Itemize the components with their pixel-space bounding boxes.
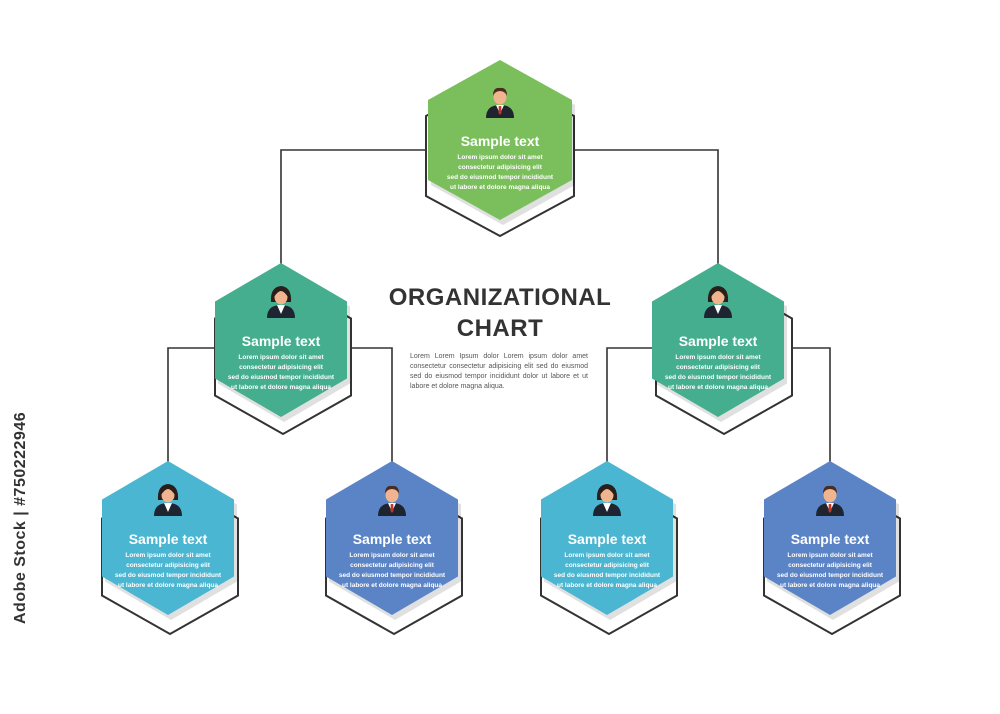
chart-description: Lorem Lorem Ipsum dolor Lorem ipsum dolo… (410, 353, 588, 390)
node-body-line: Lorem ipsum dolor sit amet (675, 354, 761, 361)
node-hexagon (541, 461, 673, 615)
stock-watermark-id: Adobe Stock | #750222946 (12, 411, 29, 624)
node-body-line: consectetur adipisicing elit (350, 562, 435, 569)
node-body-line: sed do eiusmod tempor incididunt (228, 374, 335, 381)
node-body-line: consectetur adipisicing elit (458, 164, 543, 171)
node-hexagon (428, 60, 572, 220)
node-body-line: ut labore et dolore magna aliqua (557, 582, 657, 589)
node-body-line: sed do eiusmod tempor incididunt (665, 374, 772, 381)
node-body-line: consectetur adipisicing elit (126, 562, 211, 569)
node-body-line: consectetur adipisicing elit (565, 562, 650, 569)
man-avatar-icon (378, 485, 406, 516)
chart-title-line2: CHART (456, 315, 544, 342)
node-hexagon (764, 461, 896, 615)
chart-title: ORGANIZATIONAL CHART (360, 282, 640, 344)
node-body-line: sed do eiusmod tempor incididunt (339, 572, 446, 579)
node-title: Sample text (353, 531, 432, 547)
man-avatar-icon (486, 87, 514, 118)
node-body-line: Lorem ipsum dolor sit amet (349, 552, 435, 559)
node-body-line: ut labore et dolore magna aliqua (450, 184, 550, 191)
woman-avatar-icon (154, 484, 182, 516)
node-title: Sample text (568, 531, 647, 547)
man-avatar-icon (816, 485, 844, 516)
node-hexagon (102, 461, 234, 615)
node-body-line: Lorem ipsum dolor sit amet (457, 154, 543, 161)
node-title: Sample text (129, 531, 208, 547)
node-hexagon (326, 461, 458, 615)
node-body-line: consectetur adipisicing elit (239, 364, 324, 371)
node-body-line: Lorem ipsum dolor sit amet (787, 552, 873, 559)
node-body-line: sed do eiusmod tempor incididunt (115, 572, 222, 579)
node-body-line: ut labore et dolore magna aliqua (780, 582, 880, 589)
node-title: Sample text (461, 133, 540, 149)
node-body-line: Lorem ipsum dolor sit amet (564, 552, 650, 559)
node-body-line: ut labore et dolore magna aliqua (118, 582, 218, 589)
node-title: Sample text (791, 531, 870, 547)
node-body-line: sed do eiusmod tempor incididunt (447, 174, 554, 181)
node-body-line: Lorem ipsum dolor sit amet (125, 552, 211, 559)
woman-avatar-icon (267, 286, 295, 318)
node-body-line: sed do eiusmod tempor incididunt (554, 572, 661, 579)
woman-avatar-icon (704, 286, 732, 318)
node-body-line: sed do eiusmod tempor incididunt (777, 572, 884, 579)
node-body-line: consectetur adipisicing elit (676, 364, 761, 371)
node-body-line: ut labore et dolore magna aliqua (668, 384, 768, 391)
node-hexagon (215, 263, 347, 417)
woman-avatar-icon (593, 484, 621, 516)
node-body-line: ut labore et dolore magna aliqua (342, 582, 442, 589)
node-body-line: ut labore et dolore magna aliqua (231, 384, 331, 391)
node-title: Sample text (242, 333, 321, 349)
node-body-line: consectetur adipisicing elit (788, 562, 873, 569)
chart-title-line1: ORGANIZATIONAL (388, 284, 612, 311)
node-hexagon (652, 263, 784, 417)
node-body-line: Lorem ipsum dolor sit amet (238, 354, 324, 361)
node-title: Sample text (679, 333, 758, 349)
